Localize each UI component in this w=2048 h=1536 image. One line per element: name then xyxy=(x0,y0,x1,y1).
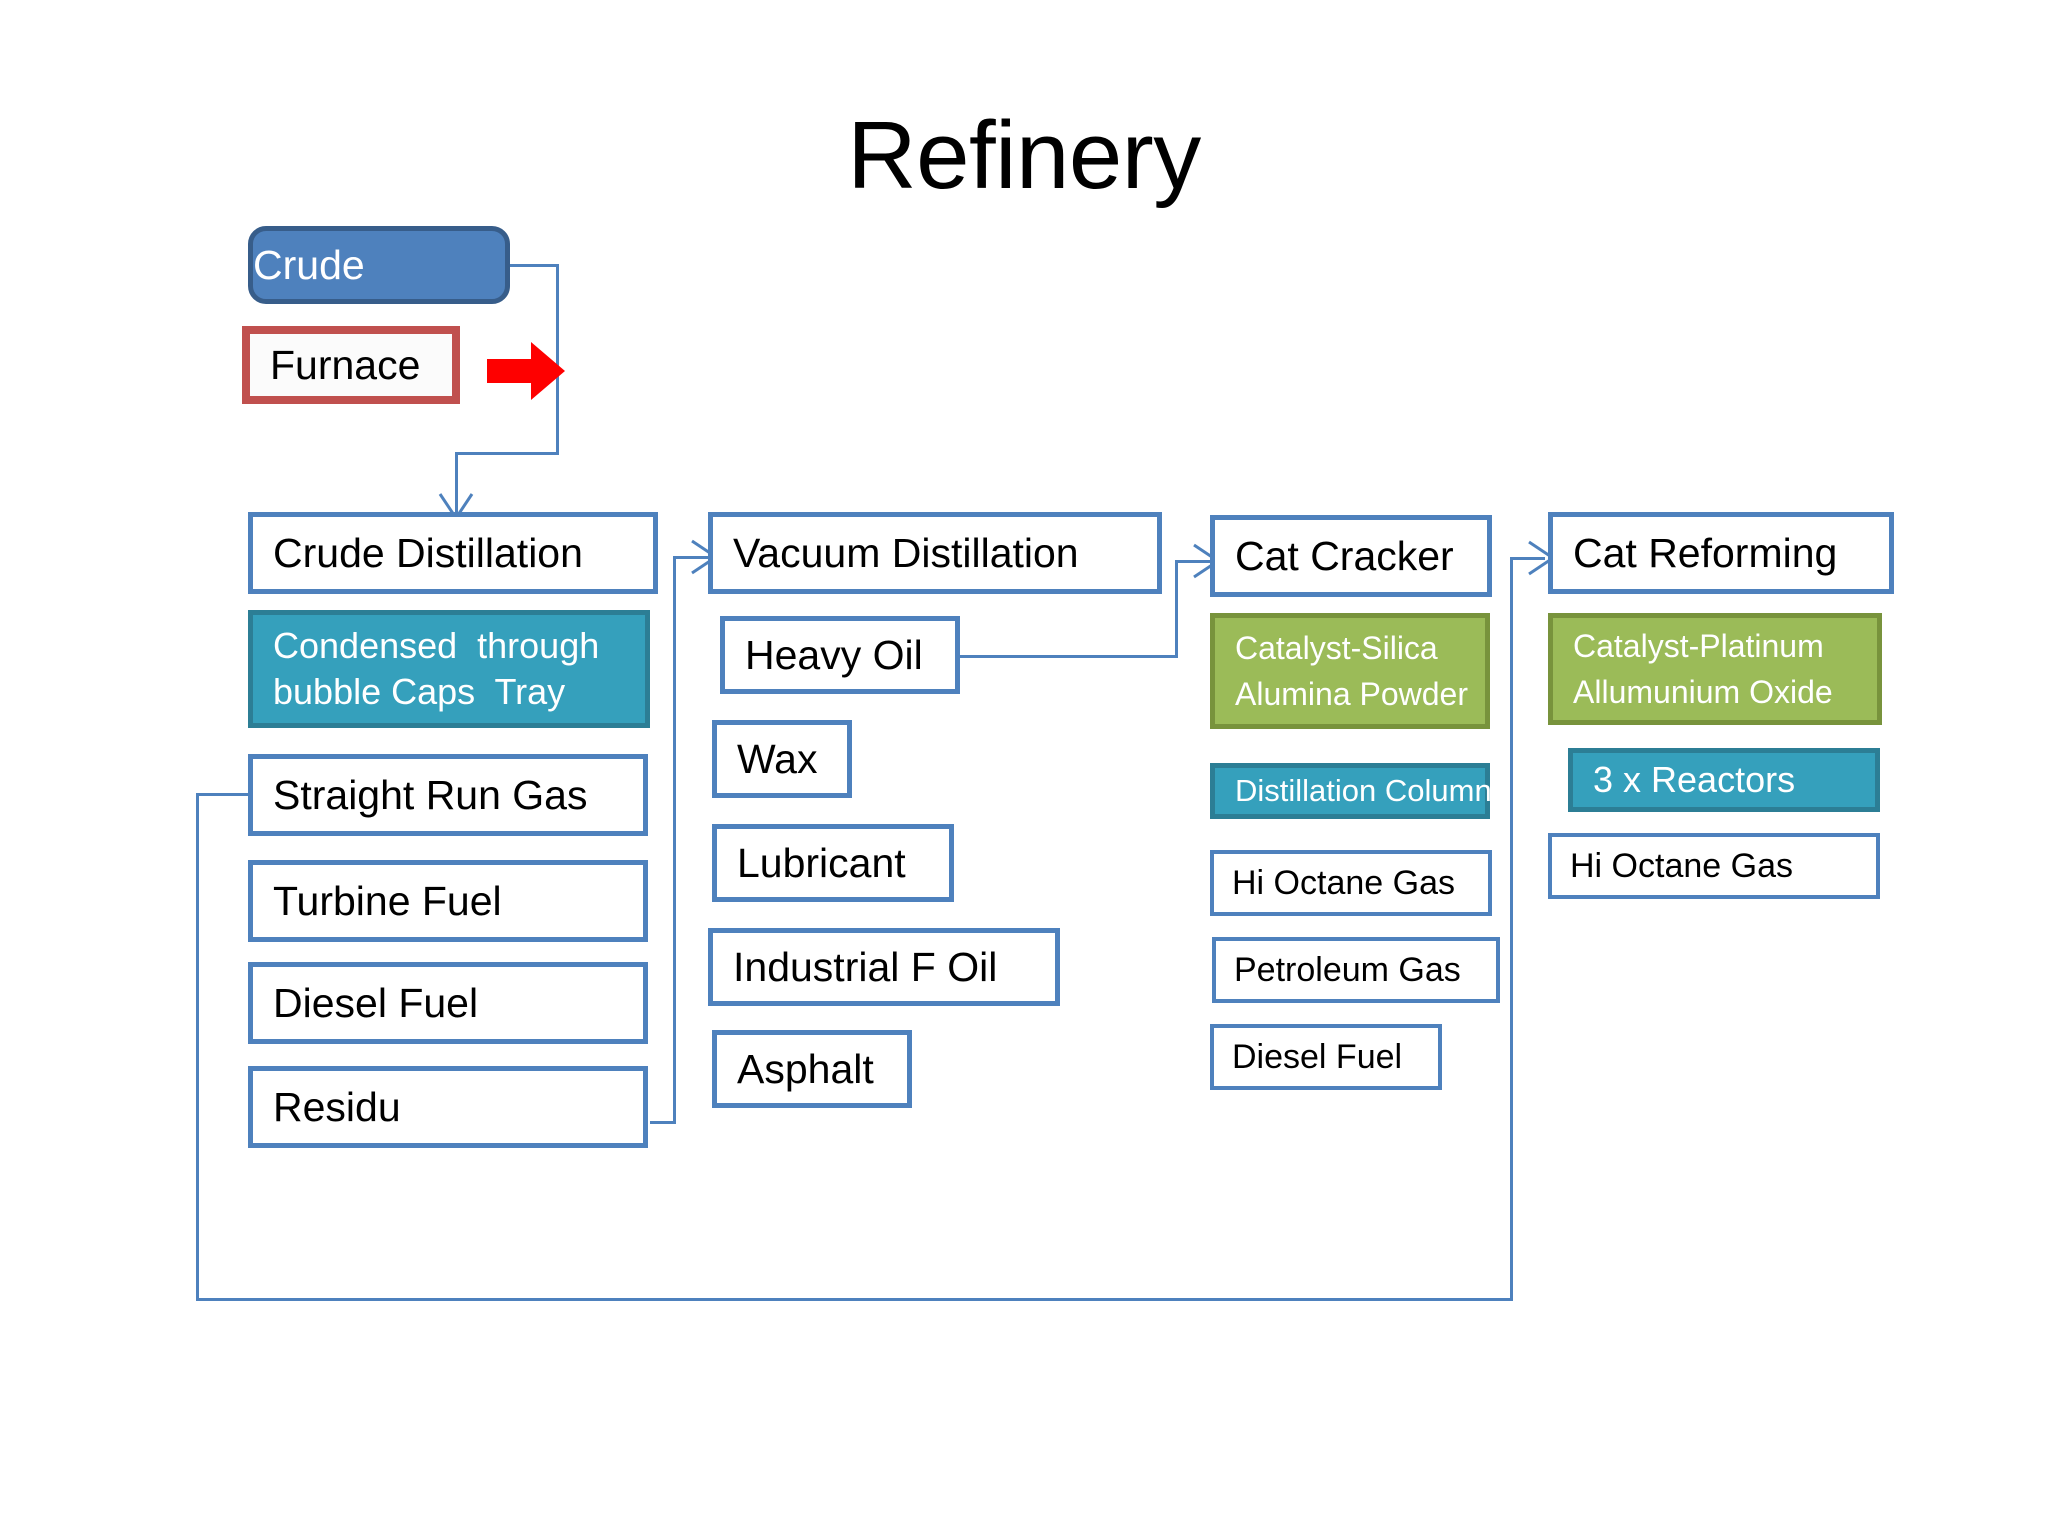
node-cat-reforming-catalyst-label: Catalyst-Platinum Allumunium Oxide xyxy=(1573,627,1833,710)
connector-srg-to-catreforming-seg5 xyxy=(1510,557,1545,560)
node-cat-cracker-label: Cat Cracker xyxy=(1235,532,1454,579)
node-cat-cracker[interactable]: Cat Cracker xyxy=(1210,515,1492,597)
node-diesel-fuel-crude[interactable]: Diesel Fuel xyxy=(248,962,648,1044)
node-cat-reforming-label: Cat Reforming xyxy=(1573,529,1838,576)
node-industrial-f-oil[interactable]: Industrial F Oil xyxy=(708,928,1060,1006)
connector-srg-to-catreforming-seg1 xyxy=(196,793,248,796)
node-wax-label: Wax xyxy=(737,735,818,782)
node-hi-octane-gas-reforming[interactable]: Hi Octane Gas xyxy=(1548,833,1880,899)
node-diesel-fuel-cracker[interactable]: Diesel Fuel xyxy=(1210,1024,1442,1090)
connector-crude-to-crude-distillation-seg4 xyxy=(455,452,458,512)
node-diesel-fuel-cracker-label: Diesel Fuel xyxy=(1232,1037,1403,1076)
node-petroleum-gas-label: Petroleum Gas xyxy=(1234,950,1461,989)
node-lubricant-label: Lubricant xyxy=(737,839,906,886)
node-crude-distillation[interactable]: Crude Distillation xyxy=(248,512,658,594)
connector-residu-to-vacuum-seg2 xyxy=(673,556,676,1122)
node-cat-cracker-catalyst-label: Catalyst-Silica Alumina Powder xyxy=(1235,629,1468,712)
node-hi-octane-gas-cracker[interactable]: Hi Octane Gas xyxy=(1210,850,1492,916)
node-asphalt[interactable]: Asphalt xyxy=(712,1030,912,1108)
connector-heavyoil-to-catcracker-seg1 xyxy=(960,655,1178,658)
red-block-arrow-right-icon xyxy=(487,342,565,400)
node-hi-octane-gas-reforming-label: Hi Octane Gas xyxy=(1570,846,1793,885)
node-vacuum-distillation[interactable]: Vacuum Distillation xyxy=(708,512,1162,594)
node-furnace-label: Furnace xyxy=(270,341,421,388)
connector-heavyoil-to-catcracker-seg2 xyxy=(1175,560,1178,658)
node-crude-distillation-label: Crude Distillation xyxy=(273,529,583,576)
connector-residu-to-vacuum-seg3 xyxy=(673,556,708,559)
node-hi-octane-gas-cracker-label: Hi Octane Gas xyxy=(1232,863,1455,902)
node-residu[interactable]: Residu xyxy=(248,1066,648,1148)
connector-srg-to-catreforming-seg4 xyxy=(1510,557,1513,1301)
node-cat-cracker-catalyst[interactable]: Catalyst-Silica Alumina Powder xyxy=(1210,613,1490,729)
connector-srg-to-catreforming-seg3 xyxy=(196,1298,1512,1301)
node-turbine-fuel[interactable]: Turbine Fuel xyxy=(248,860,648,942)
node-crude-distillation-note-label: Condensed through bubble Caps Tray xyxy=(273,624,600,712)
node-crude[interactable]: Crude xyxy=(248,226,510,304)
node-lubricant[interactable]: Lubricant xyxy=(712,824,954,902)
node-straight-run-gas-label: Straight Run Gas xyxy=(273,771,588,818)
node-residu-label: Residu xyxy=(273,1083,401,1130)
node-cat-reforming[interactable]: Cat Reforming xyxy=(1548,512,1894,594)
connector-heavyoil-to-catcracker-seg3 xyxy=(1175,560,1210,563)
connector-crude-to-crude-distillation-seg1 xyxy=(510,264,559,267)
node-straight-run-gas[interactable]: Straight Run Gas xyxy=(248,754,648,836)
node-diesel-fuel-crude-label: Diesel Fuel xyxy=(273,979,479,1026)
connector-residu-to-vacuum-seg1 xyxy=(650,1121,676,1124)
node-industrial-f-oil-label: Industrial F Oil xyxy=(733,943,998,990)
node-distillation-column[interactable]: Distillation Column xyxy=(1210,763,1492,819)
node-3x-reactors[interactable]: 3 x Reactors xyxy=(1568,748,1880,812)
node-turbine-fuel-label: Turbine Fuel xyxy=(273,877,502,924)
node-crude-label: Crude xyxy=(253,241,365,288)
node-vacuum-distillation-label: Vacuum Distillation xyxy=(733,529,1079,576)
page-title: Refinery xyxy=(847,102,1201,209)
node-petroleum-gas[interactable]: Petroleum Gas xyxy=(1212,937,1500,1003)
node-wax[interactable]: Wax xyxy=(712,720,852,798)
node-cat-reforming-catalyst[interactable]: Catalyst-Platinum Allumunium Oxide xyxy=(1548,613,1882,725)
connector-crude-to-crude-distillation-seg3 xyxy=(455,452,559,455)
connector-crude-to-crude-distillation-seg2 xyxy=(556,264,559,454)
node-distillation-column-label: Distillation Column xyxy=(1235,773,1492,809)
node-crude-distillation-note[interactable]: Condensed through bubble Caps Tray xyxy=(248,610,650,728)
node-heavy-oil[interactable]: Heavy Oil xyxy=(720,616,960,694)
node-heavy-oil-label: Heavy Oil xyxy=(745,631,923,678)
connector-srg-to-catreforming-seg2 xyxy=(196,793,199,1301)
node-asphalt-label: Asphalt xyxy=(737,1045,874,1092)
node-3x-reactors-label: 3 x Reactors xyxy=(1593,758,1796,800)
node-furnace[interactable]: Furnace xyxy=(242,326,460,404)
